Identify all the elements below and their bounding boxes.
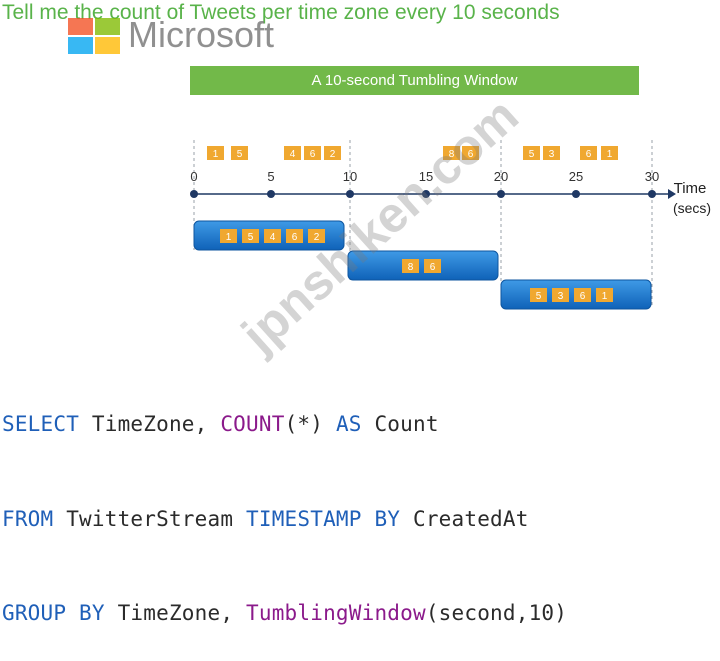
event-box: 6 <box>580 146 597 160</box>
microsoft-logo-icon <box>68 18 120 54</box>
window-item-box: 5 <box>530 288 547 302</box>
event-box: 6 <box>304 146 321 160</box>
query-line-3: GROUP BY TimeZone, TumblingWindow(second… <box>2 598 718 630</box>
tick-label-5: 5 <box>267 169 274 184</box>
event-box: 5 <box>231 146 248 160</box>
axis-label-time: Time <box>674 180 707 197</box>
tick-dot-10 <box>346 190 354 198</box>
tick-dot-30 <box>648 190 656 198</box>
query-code-block: SELECT TimeZone, COUNT(*) AS Count FROM … <box>2 346 718 661</box>
event-box: 3 <box>543 146 560 160</box>
svg-text:6: 6 <box>310 149 316 160</box>
microsoft-logo-text: Microsoft <box>128 14 275 55</box>
event-box: 2 <box>324 146 341 160</box>
tick-dot-15 <box>422 190 430 198</box>
svg-text:5: 5 <box>529 149 535 160</box>
svg-text:1: 1 <box>607 149 613 160</box>
svg-text:2: 2 <box>330 149 336 160</box>
axis-label-unit: (secs) <box>673 200 711 216</box>
svg-text:5: 5 <box>237 149 243 160</box>
window-item-box: 6 <box>286 229 303 243</box>
function-count: COUNT <box>220 412 285 436</box>
function-tumblingwindow: TumblingWindow <box>246 601 426 625</box>
query-text: TimeZone, <box>104 601 247 625</box>
query-text: CreatedAt <box>400 506 529 531</box>
keyword-select: SELECT <box>2 412 80 436</box>
window-item-box: 2 <box>308 229 325 243</box>
keyword-as: AS <box>335 412 362 436</box>
window-item-box: 8 <box>402 259 419 273</box>
svg-text:2: 2 <box>314 232 320 243</box>
query-text: TimeZone, <box>79 412 221 436</box>
query-text: (second,10) <box>425 601 568 625</box>
svg-text:6: 6 <box>468 149 474 160</box>
time-axis-arrow-icon <box>668 189 676 199</box>
svg-text:5: 5 <box>248 232 254 243</box>
query-text: (*) <box>284 412 336 436</box>
event-box: 1 <box>601 146 618 160</box>
svg-text:1: 1 <box>226 232 232 243</box>
svg-text:8: 8 <box>408 262 414 273</box>
svg-text:3: 3 <box>549 149 555 160</box>
query-line-1: SELECT TimeZone, COUNT(*) AS Count <box>2 409 718 441</box>
tick-label-15: 15 <box>419 169 433 184</box>
tick-label-30: 30 <box>645 169 659 184</box>
window-item-box: 6 <box>424 259 441 273</box>
tick-label-0: 0 <box>190 169 197 184</box>
tick-dot-5 <box>267 190 275 198</box>
svg-text:1: 1 <box>602 291 608 302</box>
window-item-box: 5 <box>242 229 259 243</box>
event-box: 1 <box>207 146 224 160</box>
svg-text:6: 6 <box>580 291 586 302</box>
svg-text:4: 4 <box>270 232 276 243</box>
window-bar-3: 5 3 6 1 <box>500 279 652 310</box>
svg-text:6: 6 <box>292 232 298 243</box>
svg-text:4: 4 <box>290 149 296 160</box>
window-item-box: 1 <box>220 229 237 243</box>
tick-dot-20 <box>497 190 505 198</box>
svg-text:3: 3 <box>558 291 564 302</box>
window-item-box: 3 <box>552 288 569 302</box>
svg-text:6: 6 <box>586 149 592 160</box>
svg-text:6: 6 <box>430 262 436 273</box>
event-box: 6 <box>462 146 479 160</box>
keyword-timestamp-by: TIMESTAMP BY <box>246 506 401 531</box>
query-text: Count <box>361 412 439 436</box>
window-item-box: 4 <box>264 229 281 243</box>
window-item-box: 6 <box>574 288 591 302</box>
svg-text:1: 1 <box>213 149 219 160</box>
headline-question: Tell me the count of Tweets per time zon… <box>2 1 560 24</box>
tick-label-25: 25 <box>569 169 583 184</box>
svg-text:5: 5 <box>536 291 542 302</box>
query-line-2: FROM TwitterStream TIMESTAMP BY CreatedA… <box>2 504 718 536</box>
query-text: TwitterStream <box>53 506 247 531</box>
event-box: 8 <box>443 146 460 160</box>
svg-text:8: 8 <box>449 149 455 160</box>
event-box: 4 <box>284 146 301 160</box>
window-bar-1: 1 5 4 6 2 <box>193 220 345 251</box>
tick-label-10: 10 <box>343 169 357 184</box>
tick-dot-25 <box>572 190 580 198</box>
keyword-group-by: GROUP BY <box>2 601 105 625</box>
tumbling-window-banner: A 10-second Tumbling Window <box>190 66 639 95</box>
keyword-from: FROM <box>2 506 54 531</box>
tick-dot-0 <box>190 190 198 198</box>
tick-label-20: 20 <box>494 169 508 184</box>
event-box: 5 <box>523 146 540 160</box>
window-item-box: 1 <box>596 288 613 302</box>
